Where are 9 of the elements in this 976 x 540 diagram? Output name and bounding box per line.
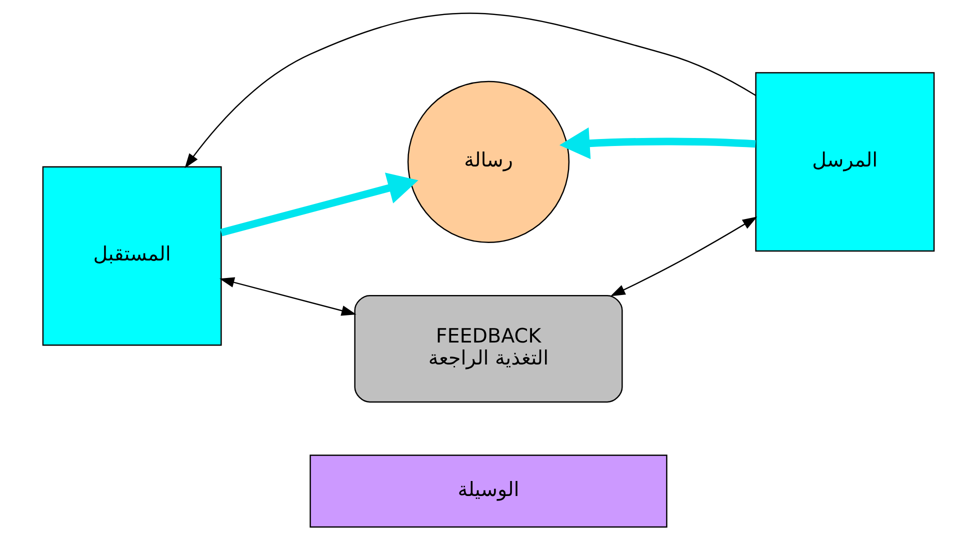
node-circle: رسالة [406,80,570,243]
arrow [218,277,356,316]
node-box: المرسل [754,72,934,252]
arrow [184,12,756,168]
node-box: المستقبل [42,166,222,346]
node-box: الوسيلة [309,454,667,528]
arrow [610,216,757,296]
arrow [558,127,756,160]
arrow [220,172,418,236]
